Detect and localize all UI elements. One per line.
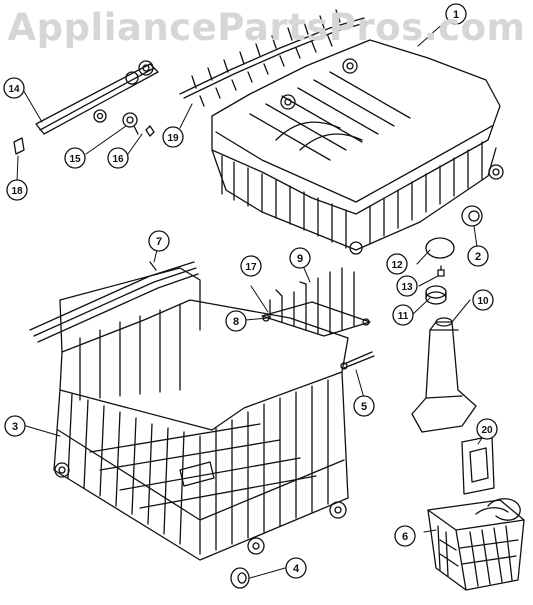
svg-text:2: 2 bbox=[475, 251, 481, 263]
lower-tine-rail bbox=[29, 261, 199, 343]
svg-text:20: 20 bbox=[481, 425, 493, 436]
svg-text:5: 5 bbox=[361, 401, 367, 413]
callout-16: 16 bbox=[107, 147, 129, 169]
spray-tower-assembly bbox=[411, 237, 477, 433]
svg-text:6: 6 bbox=[402, 531, 408, 543]
svg-text:11: 11 bbox=[398, 311, 409, 322]
svg-text:13: 13 bbox=[401, 282, 413, 293]
callout-4: 4 bbox=[285, 557, 307, 579]
callout-10: 10 bbox=[472, 289, 494, 311]
callout-5: 5 bbox=[353, 395, 375, 417]
lower-rack-wheel bbox=[230, 567, 250, 589]
callout-13: 13 bbox=[396, 275, 418, 297]
lower-rack bbox=[53, 267, 349, 561]
leader-lines bbox=[16, 20, 487, 579]
hardware-pieces bbox=[13, 112, 155, 155]
callout-2: 2 bbox=[467, 245, 489, 267]
callout-19: 19 bbox=[162, 126, 184, 148]
upper-tine-rail bbox=[179, 9, 369, 107]
svg-text:16: 16 bbox=[112, 154, 124, 165]
svg-text:3: 3 bbox=[12, 421, 18, 433]
svg-text:18: 18 bbox=[11, 186, 23, 197]
svg-text:17: 17 bbox=[245, 262, 257, 273]
svg-text:19: 19 bbox=[167, 133, 179, 144]
hinge-pin bbox=[340, 351, 375, 370]
callouts: 1 2 3 4 5 6 7 8 9 10 11 12 13 14 15 16 1… bbox=[3, 3, 498, 579]
callout-1: 1 bbox=[445, 3, 467, 25]
callout-18: 18 bbox=[6, 179, 28, 201]
svg-text:8: 8 bbox=[233, 316, 239, 328]
callout-7: 7 bbox=[148, 230, 170, 252]
svg-text:12: 12 bbox=[391, 260, 403, 271]
callout-3: 3 bbox=[4, 415, 26, 437]
callout-6: 6 bbox=[394, 525, 416, 547]
svg-text:7: 7 bbox=[156, 236, 162, 248]
fold-down-tines bbox=[261, 267, 371, 337]
svg-text:14: 14 bbox=[8, 84, 20, 95]
upper-rack-wheel bbox=[461, 205, 483, 227]
svg-text:1: 1 bbox=[453, 9, 459, 21]
basket-handle bbox=[461, 435, 495, 495]
rack-track-rail bbox=[35, 60, 159, 135]
svg-text:4: 4 bbox=[293, 563, 300, 575]
callout-14: 14 bbox=[3, 77, 25, 99]
callout-9: 9 bbox=[289, 247, 311, 269]
svg-text:9: 9 bbox=[297, 253, 303, 265]
callout-15: 15 bbox=[64, 147, 86, 169]
callout-17: 17 bbox=[240, 255, 262, 277]
callout-11: 11 bbox=[392, 304, 414, 326]
svg-text:10: 10 bbox=[477, 296, 489, 307]
svg-text:15: 15 bbox=[69, 154, 81, 165]
callout-12: 12 bbox=[386, 253, 408, 275]
upper-rack bbox=[211, 39, 504, 255]
silverware-basket bbox=[427, 498, 525, 591]
callout-8: 8 bbox=[225, 310, 247, 332]
callout-20: 20 bbox=[476, 418, 498, 440]
